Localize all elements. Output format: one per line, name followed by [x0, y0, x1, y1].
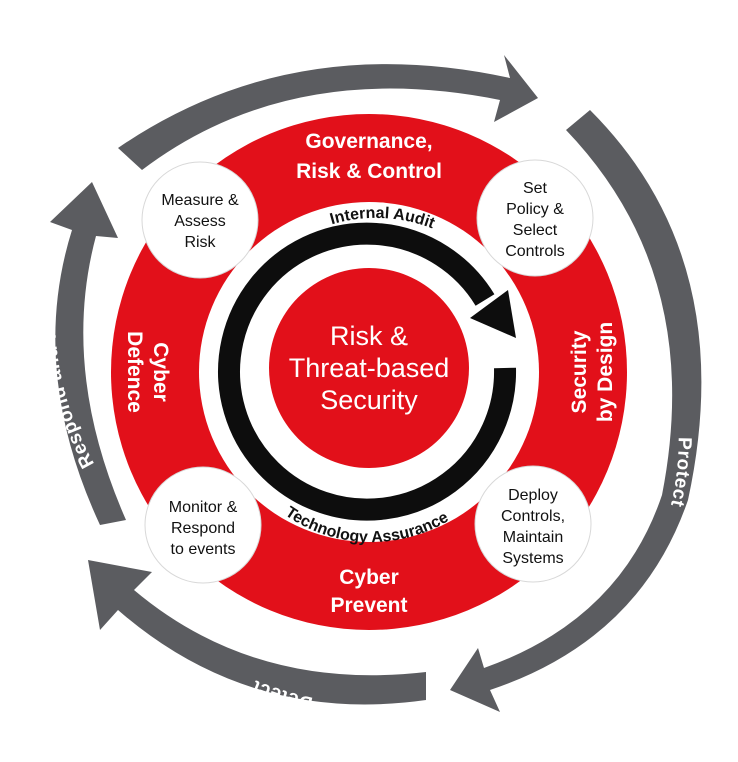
protect-arrow	[450, 110, 702, 712]
node-measure-assess: Measure & Assess Risk	[141, 161, 259, 279]
identify-label: Identify	[268, 27, 343, 60]
inner-ring-arrow	[218, 222, 517, 521]
node-text-line4: Controls	[505, 243, 565, 260]
security-by-design-label: Security by Design	[568, 322, 617, 422]
node-circle	[474, 465, 592, 583]
center-line3: Security	[320, 385, 418, 415]
node-text-line2: Assess	[174, 213, 226, 230]
node-deploy-controls: Deploy Controls, Maintain Systems	[474, 465, 592, 583]
detect-arrow	[88, 560, 426, 705]
node-text-line1: Deploy	[508, 487, 558, 504]
respond-arrow	[50, 182, 126, 525]
inner-ring-arrowhead	[470, 290, 516, 338]
center-line1: Risk &	[330, 321, 408, 351]
center-disc	[269, 268, 469, 468]
cyber-prevent-line1: Cyber	[339, 566, 399, 589]
node-circle	[144, 466, 262, 584]
center-circle: Risk & Threat-based Security	[269, 268, 469, 468]
node-text-line2: Respond	[171, 520, 235, 537]
node-text-line3: Select	[513, 222, 558, 239]
node-circle	[141, 161, 259, 279]
node-monitor-respond: Monitor & Respond to events	[144, 466, 262, 584]
node-text-line3: Maintain	[503, 529, 563, 546]
cyber-defence-line2: Defence	[123, 331, 146, 413]
governance-label-line1: Governance,	[305, 130, 432, 153]
cyber-defence-line1: Cyber	[149, 342, 172, 402]
node-set-policy: Set Policy & Select Controls	[476, 159, 594, 277]
node-text-line3: to events	[171, 541, 236, 558]
node-text-line1: Monitor &	[169, 499, 238, 516]
node-text-line3: Risk	[184, 234, 216, 251]
governance-label-line2: Risk & Control	[296, 160, 442, 183]
node-circle	[476, 159, 594, 277]
node-text-line4: Systems	[502, 550, 563, 567]
node-text-line2: Policy &	[506, 201, 564, 218]
center-line2: Threat-based	[289, 353, 450, 383]
node-text-line2: Controls,	[501, 508, 565, 525]
security-by-design-line2: by Design	[594, 322, 617, 422]
security-by-design-line1: Security	[568, 330, 591, 413]
cyber-defence-label: Cyber Defence	[123, 331, 172, 413]
identify-arrow	[118, 55, 538, 170]
cyber-prevent-line2: Prevent	[330, 594, 407, 617]
node-text-line1: Measure &	[161, 192, 239, 209]
node-text-line1: Set	[523, 180, 548, 197]
